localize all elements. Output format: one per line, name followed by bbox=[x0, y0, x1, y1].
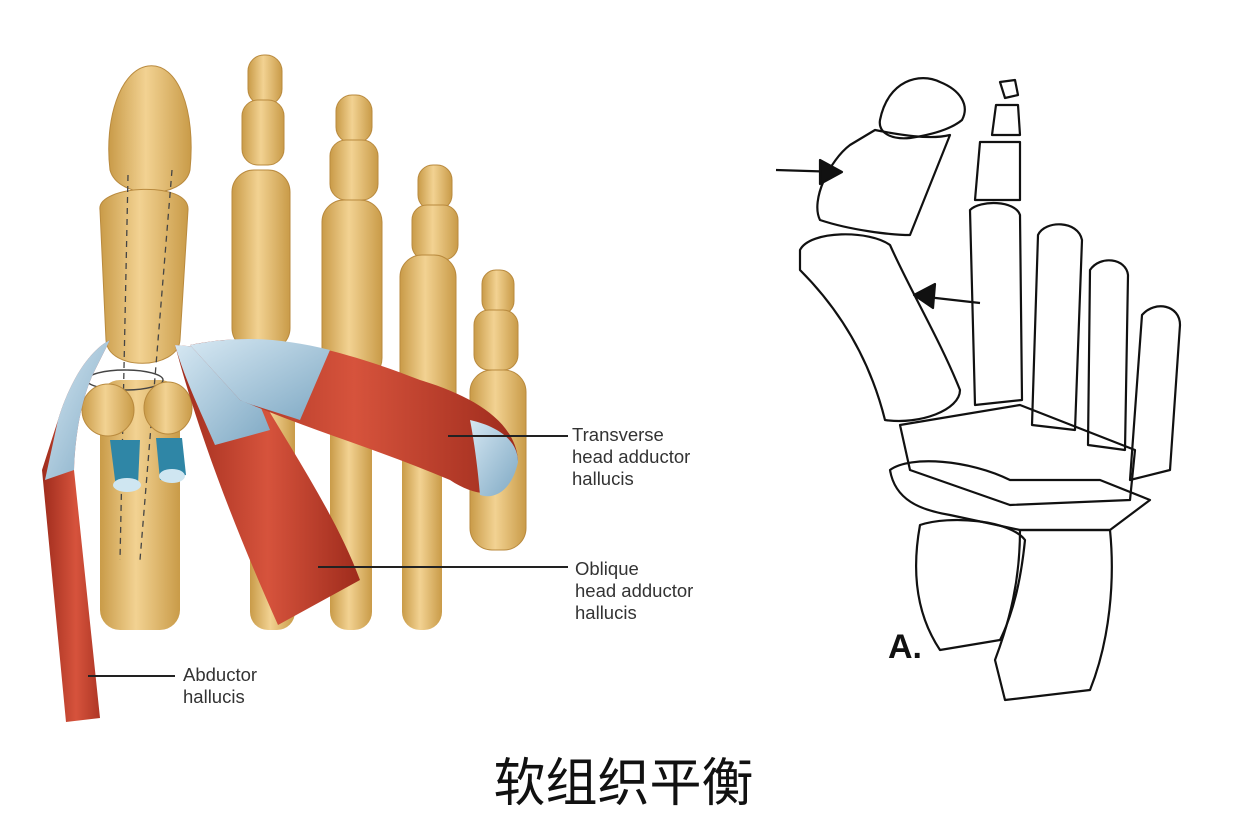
first-metatarsal bbox=[798, 233, 962, 423]
navicular-cuboid bbox=[888, 460, 1152, 532]
third-toe bbox=[321, 94, 383, 381]
foot-skeleton-line-drawing bbox=[775, 77, 1182, 702]
label-abductor-hallucis: Abductor hallucis bbox=[183, 664, 258, 707]
fourth-metatarsal bbox=[1086, 259, 1130, 452]
fifth-metatarsal bbox=[1128, 305, 1182, 482]
panel-letter: A. bbox=[888, 628, 922, 666]
label-transverse-head: Transverse head adductor hallucis bbox=[572, 424, 691, 489]
calcaneus bbox=[993, 528, 1113, 702]
second-toe-phalanges bbox=[973, 78, 1022, 202]
talus bbox=[914, 518, 1027, 652]
cuneiforms bbox=[898, 403, 1137, 507]
sesamoid-complex bbox=[81, 369, 193, 492]
hallux-proximal-phalanx bbox=[816, 128, 952, 237]
hallux-distal-phalanx bbox=[878, 77, 966, 140]
great-toe-distal-phalanx bbox=[108, 65, 192, 193]
second-metatarsal bbox=[968, 201, 1024, 407]
figure-caption: 软组织平衡 bbox=[493, 754, 754, 814]
label-oblique-head: Oblique head adductor hallucis bbox=[575, 558, 694, 623]
second-toe bbox=[231, 54, 291, 351]
great-toe bbox=[99, 65, 192, 561]
adductor-anatomy-illustration bbox=[42, 54, 568, 722]
third-metatarsal bbox=[1030, 223, 1084, 432]
great-toe-proximal-phalanx bbox=[99, 188, 189, 364]
